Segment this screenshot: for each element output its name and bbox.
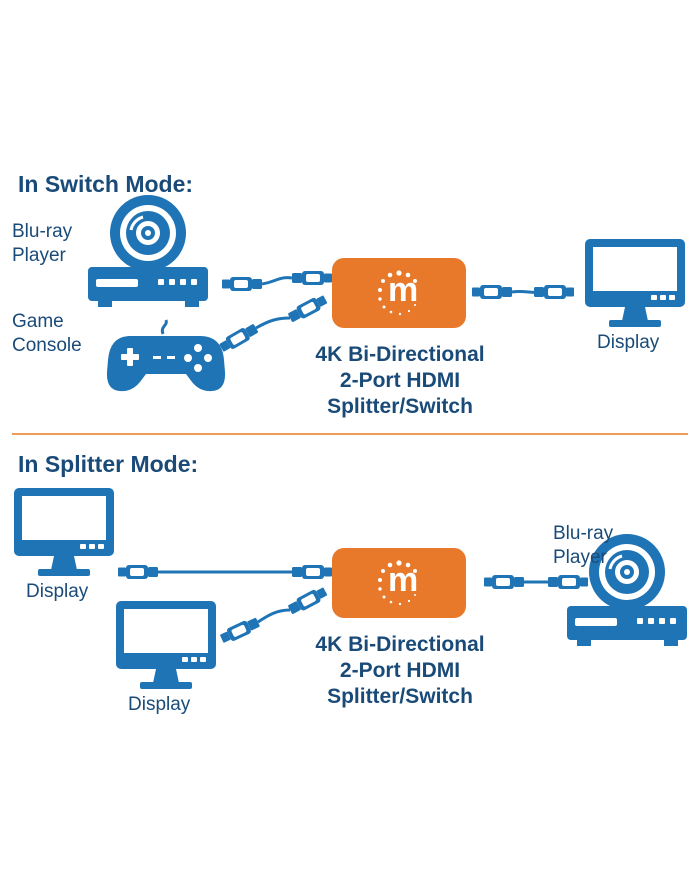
- hdmi-cable: [222, 271, 332, 291]
- hdmi-cable: [118, 565, 332, 579]
- brand-logo: m: [388, 561, 419, 599]
- brand-logo: m: [388, 271, 419, 309]
- hdmi-cable: [484, 575, 588, 589]
- monitor-icon: [116, 601, 216, 689]
- splitter-mode-heading: In Splitter Mode:: [18, 451, 199, 477]
- hdmi-cable: [218, 585, 329, 646]
- switch-mode-heading: In Switch Mode:: [18, 171, 194, 197]
- output-label: Display: [26, 581, 89, 602]
- source-label: Blu-ray Player: [12, 221, 73, 266]
- output-label: Display: [128, 694, 191, 715]
- hdmi-cable: [472, 285, 574, 299]
- monitor-icon: [14, 488, 114, 576]
- game-controller-icon: [106, 319, 226, 392]
- bluray-player-icon: [86, 193, 210, 309]
- source-label: Game Console: [12, 311, 82, 356]
- product-name: 4K Bi-Directional 2-Port HDMI Splitter/S…: [315, 633, 485, 708]
- output-label: Display: [597, 332, 660, 353]
- product-name: 4K Bi-Directional 2-Port HDMI Splitter/S…: [315, 343, 485, 418]
- monitor-icon: [585, 239, 685, 327]
- hdmi-cable: [217, 293, 329, 355]
- source-label: Blu-ray Player: [553, 523, 614, 568]
